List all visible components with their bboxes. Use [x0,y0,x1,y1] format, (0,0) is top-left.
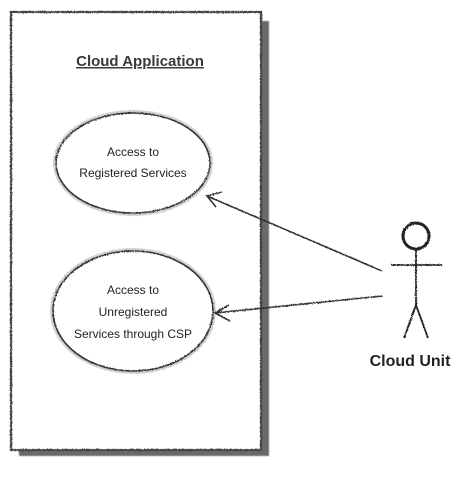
actor-left-leg [403,304,417,339]
arrow-to-registered-services [205,191,383,272]
use-case-label-line-1: Access to [107,145,159,159]
system-boundary-box [9,10,263,452]
system-boundary: Cloud Application [9,10,269,456]
actor-head [401,221,431,251]
use-case-unregistered-services: Access to Unregistered Services through … [50,248,216,374]
use-case-label-line-1: Access to [107,283,159,297]
association-arrows [205,191,383,322]
actor-right-leg [415,304,429,339]
use-case-label-line-2: Registered Services [79,166,186,180]
actor-stick-figure [391,221,442,339]
use-case-ellipse [52,250,214,372]
use-case-label-line-3: Services through CSP [74,327,192,341]
use-case-ellipse [55,112,211,214]
system-title: Cloud Application [76,53,204,70]
actor-name: Cloud Unit [370,353,452,370]
use-case-registered-services: Access to Registered Services [53,110,213,216]
use-case-label-line-2: Unregistered [99,305,168,319]
arrow-to-unregistered-services [213,295,383,322]
